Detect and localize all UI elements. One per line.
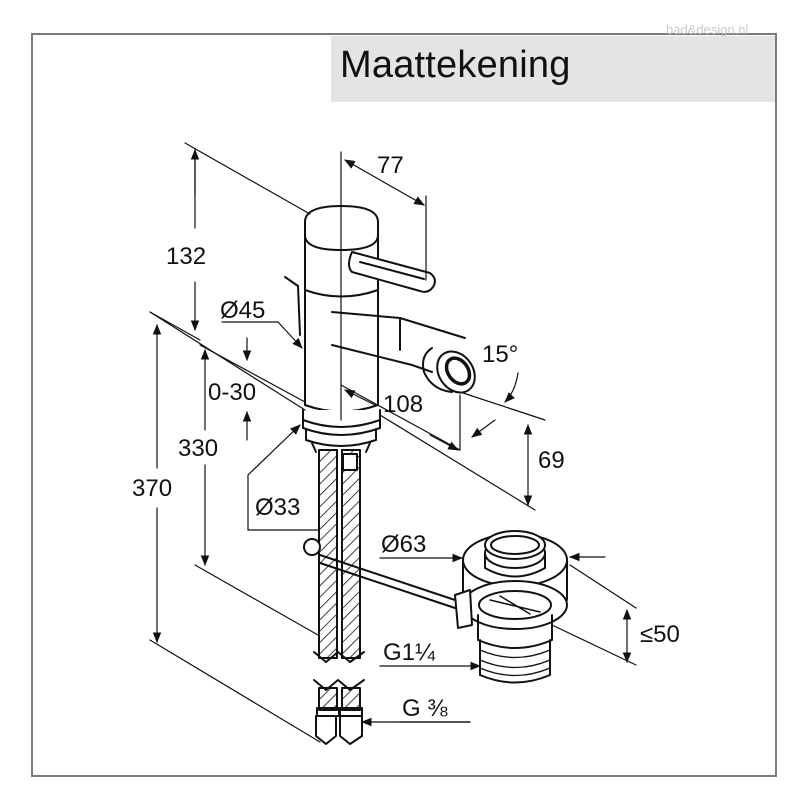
dim-d63-label: Ø63 bbox=[381, 531, 426, 558]
thread-g38-label: G ⅜ bbox=[402, 695, 448, 722]
dim-370-label: 370 bbox=[132, 475, 172, 502]
drawing-frame bbox=[31, 33, 777, 777]
dim-69-label: 69 bbox=[538, 447, 565, 474]
title-bar bbox=[331, 36, 775, 102]
supply-hoses bbox=[313, 449, 365, 745]
page-title: Maattekening bbox=[340, 44, 571, 86]
watermark-logo: bad&design.nl bbox=[666, 22, 749, 37]
popup-waste bbox=[454, 530, 568, 684]
dim-15deg-label: 15° bbox=[482, 341, 518, 368]
pull-rod bbox=[303, 538, 456, 609]
dim-330-label: 330 bbox=[178, 435, 218, 462]
dimension-lines bbox=[149, 142, 637, 743]
dim-d45-label: Ø45 bbox=[220, 297, 265, 324]
dim-108-label: 108 bbox=[383, 391, 423, 418]
dim-77-label: 77 bbox=[377, 152, 404, 179]
dim-132-label: 132 bbox=[166, 243, 206, 270]
dim-d33-label: Ø33 bbox=[255, 494, 300, 521]
dim-max50-label: ≤50 bbox=[640, 621, 680, 648]
faucet-body bbox=[284, 151, 476, 453]
thread-g114-label: G1¼ bbox=[383, 639, 436, 666]
dim-0-30-label: 0-30 bbox=[208, 379, 256, 406]
